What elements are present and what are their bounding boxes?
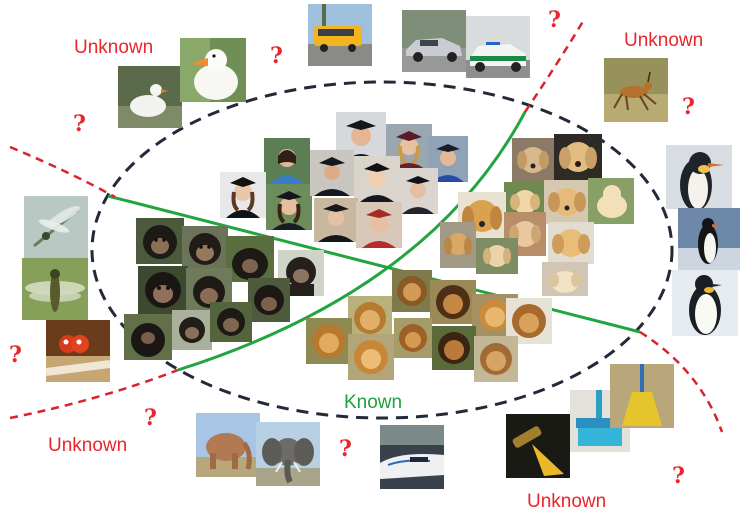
silver-car-photo — [402, 10, 466, 72]
bullet-train-photo — [380, 425, 444, 489]
unknown-label-bottom-right: Unknown — [527, 491, 607, 512]
graduate-photo — [354, 156, 400, 202]
dog-photo — [458, 192, 506, 240]
chimpanzee-photo — [248, 278, 290, 322]
school-bus-photo — [308, 4, 372, 66]
elephant-photo-1 — [196, 413, 260, 477]
lion-photo — [348, 296, 392, 340]
chimpanzee-photo — [182, 226, 228, 270]
goose-closeup-photo — [180, 38, 246, 102]
dog-photo — [542, 262, 588, 296]
penguin-photo-1 — [666, 145, 732, 209]
question-mark-icon: ? — [9, 342, 22, 368]
graduate-photo — [266, 184, 312, 230]
graduate-photo — [310, 150, 354, 196]
chimpanzee-photo — [210, 302, 252, 342]
elephant-photo-2 — [256, 422, 320, 486]
lion-photo — [474, 336, 518, 382]
lion-photo — [432, 326, 476, 370]
dog-photo — [544, 180, 590, 224]
green-boundary-line-2 — [177, 111, 527, 372]
chimpanzee-photo — [136, 218, 184, 264]
dragonfly-photo-2 — [22, 258, 88, 320]
dragonfly-red-photo — [46, 320, 110, 382]
question-mark-icon: ? — [339, 436, 352, 462]
lion-photo — [430, 280, 476, 324]
chimpanzee-photo — [172, 310, 212, 350]
unknown-label-bottom-left: Unknown — [48, 435, 128, 456]
penguin-photo-3 — [672, 270, 738, 336]
known-label: Known — [344, 392, 403, 413]
yellow-brush-photo — [506, 414, 570, 478]
chimpanzee-photo — [124, 314, 172, 360]
chimpanzee-photo — [186, 268, 232, 314]
red-boundary-left-top — [9, 145, 116, 199]
lion-photo — [348, 334, 394, 380]
dog-photo — [554, 134, 602, 180]
dog-photo — [548, 222, 594, 264]
red-boundary-top-right — [523, 17, 587, 113]
question-mark-icon: ? — [672, 463, 685, 489]
red-boundary-left-bottom — [9, 368, 179, 420]
chimpanzee-photo — [226, 236, 274, 282]
graduate-photo — [314, 198, 358, 242]
graduate-photo — [264, 138, 310, 184]
dog-photo — [588, 178, 634, 224]
graduate-photo — [220, 172, 266, 218]
question-mark-icon: ? — [73, 111, 86, 137]
known-region-ellipse — [90, 80, 674, 420]
graduate-photo — [356, 202, 402, 248]
chimpanzee-photo — [138, 266, 188, 314]
question-mark-icon: ? — [144, 405, 157, 431]
dog-photo — [440, 222, 476, 268]
chimpanzee-photo — [278, 250, 324, 296]
lion-photo — [394, 318, 432, 358]
lion-photo — [392, 270, 432, 312]
yellow-broom-photo — [610, 364, 674, 428]
dog-photo — [512, 138, 554, 182]
penguin-photo-2 — [678, 208, 740, 270]
graduate-photo — [398, 168, 438, 214]
dragonfly-photo-1 — [24, 196, 88, 258]
unknown-label-top-left: Unknown — [74, 37, 154, 58]
unknown-label-top-right: Unknown — [624, 30, 704, 51]
dog-photo — [476, 238, 518, 274]
question-mark-icon: ? — [270, 43, 283, 69]
gazelle-photo — [604, 58, 668, 122]
police-car-photo — [466, 16, 530, 78]
red-boundary-right — [639, 330, 724, 433]
goose-photo — [118, 66, 182, 128]
question-mark-icon: ? — [548, 7, 561, 33]
question-mark-icon: ? — [682, 94, 695, 120]
lion-photo — [306, 318, 352, 364]
green-boundary-line-1 — [107, 194, 641, 334]
